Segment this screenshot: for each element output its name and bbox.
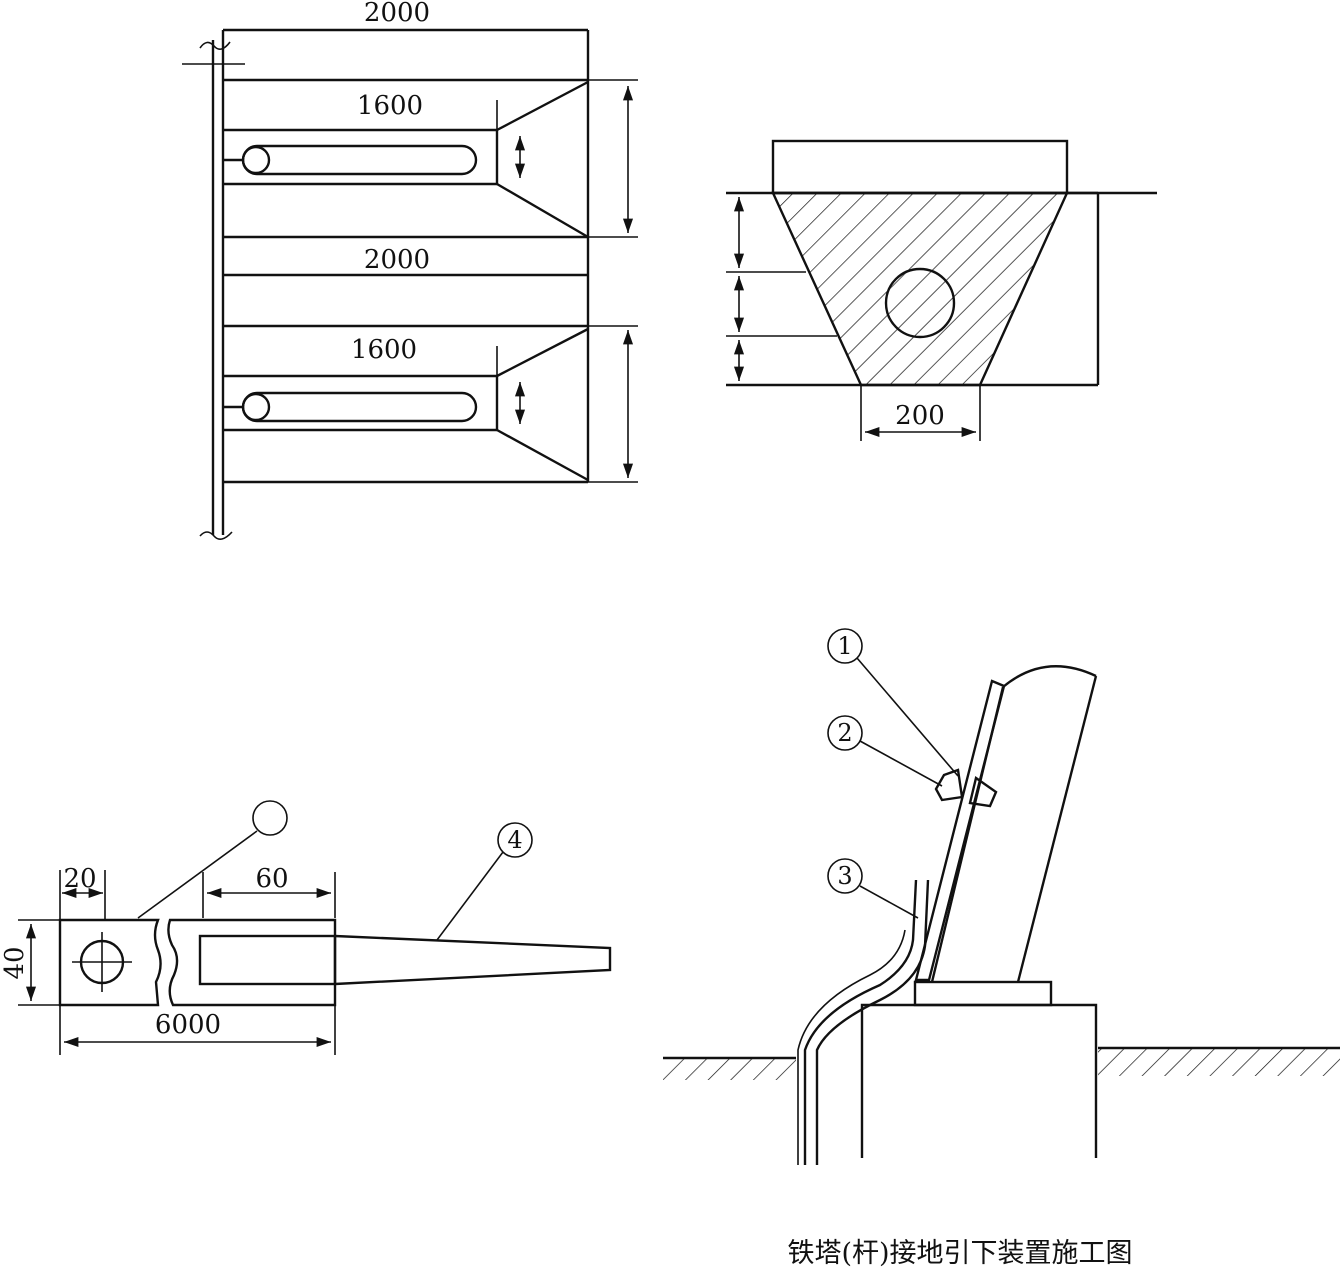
plan-view: 2000 1600 2000 1600: [182, 0, 638, 540]
dim-mid-width: 2000: [364, 245, 430, 275]
dim-height: 40: [0, 946, 30, 979]
ground-strip-detail: 20 60 40 6000 4: [0, 800, 612, 1055]
dim-lower-rod: 1600: [351, 335, 417, 365]
tower-foot-detail: 1 2 3: [663, 628, 1340, 1165]
trench-section: 200: [726, 139, 1157, 441]
dim-total-length: 6000: [155, 1010, 221, 1040]
dim-top-width: 2000: [364, 0, 430, 28]
callout-4: 4: [507, 826, 522, 854]
drawing-caption: 铁塔(杆)接地引下装置施工图: [787, 1238, 1132, 1269]
dim-tip-length: 60: [255, 864, 288, 894]
dim-bottom-width: 200: [895, 401, 945, 431]
callout-2: 2: [837, 719, 852, 747]
dim-left-edge: 20: [63, 864, 96, 894]
dim-upper-rod: 1600: [357, 91, 423, 121]
callout-3: 3: [837, 862, 852, 890]
callout-1: 1: [837, 632, 852, 660]
